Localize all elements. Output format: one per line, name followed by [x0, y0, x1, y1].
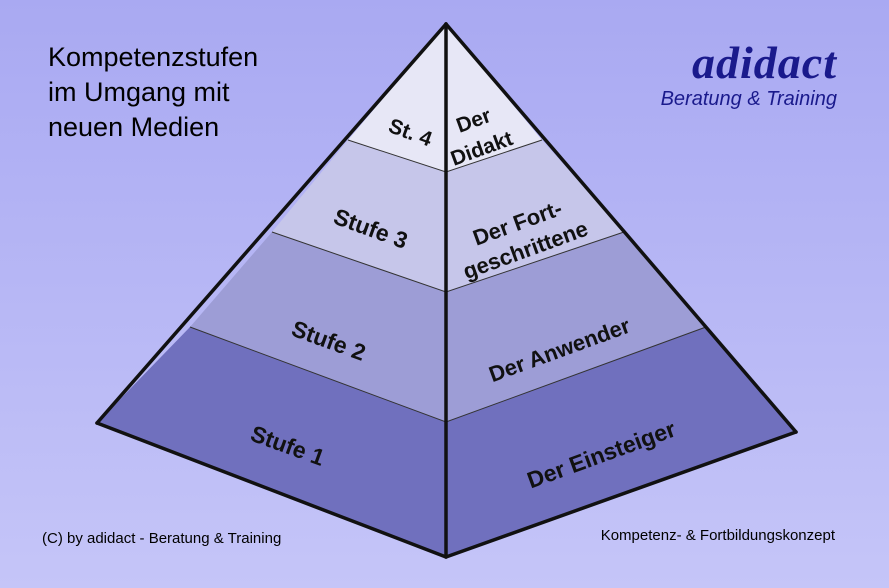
left-edge: [95, 22, 448, 425]
logo-tagline: Beratung & Training: [660, 88, 837, 110]
level-3-left-face: [272, 140, 446, 292]
bottom-left-edge: [95, 421, 448, 559]
level-3-right-face: [446, 140, 624, 292]
bottom-right-edge: [444, 430, 798, 559]
title-line-2: im Umgang mit: [48, 77, 230, 107]
adidact-logo: adidact Beratung & Training: [660, 37, 837, 111]
level-2-right-face: [446, 232, 706, 422]
title-line-3: neuen Medien: [48, 112, 220, 142]
title-line-1: Kompetenzstufen: [48, 42, 259, 72]
right-edge: [444, 22, 798, 434]
level-4-left-face: [348, 24, 446, 172]
copyright-notice: (C) by adidact - Beratung & Training: [42, 530, 282, 547]
level-1-right-face: [446, 327, 796, 557]
diagram-title: Kompetenzstufen im Umgang mit neuen Medi…: [48, 40, 258, 145]
level-2-left-face: [190, 232, 446, 422]
level-4-right-face: [446, 24, 542, 172]
logo-brand: adidact: [692, 37, 837, 88]
concept-caption: Kompetenz- & Fortbildungskonzept: [600, 527, 835, 544]
level-1-left-face: [97, 327, 446, 557]
